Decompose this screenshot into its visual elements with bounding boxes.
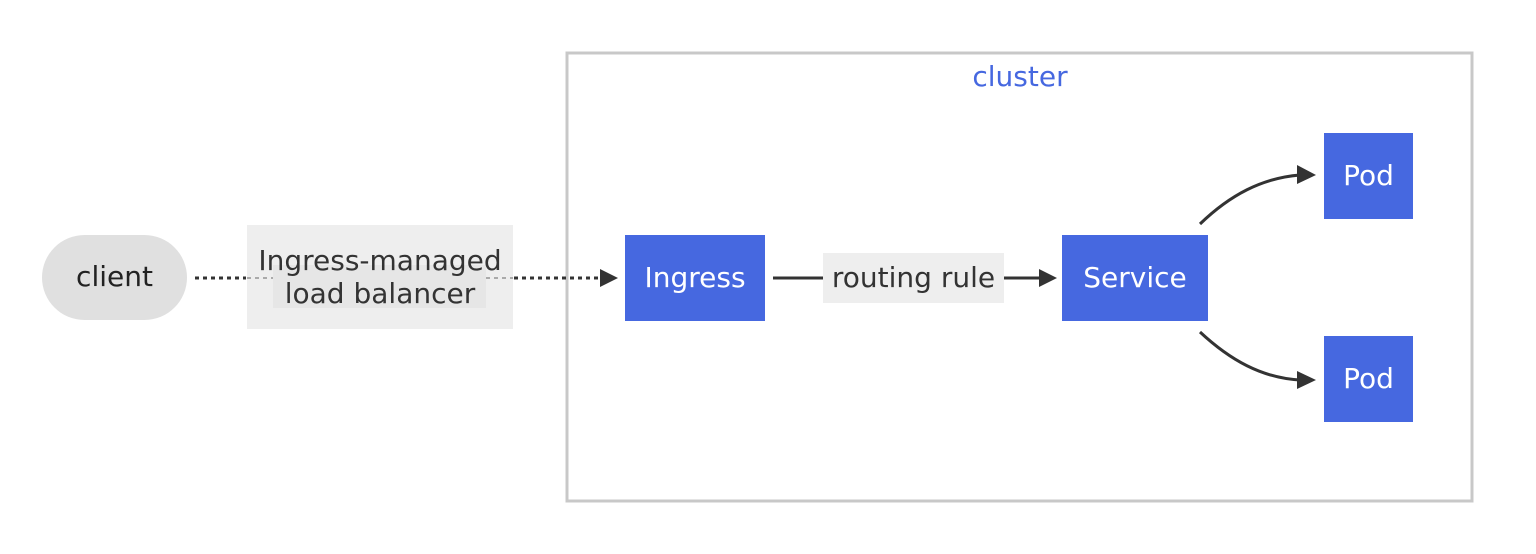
routing-rule-edge-label: routing rule: [831, 261, 996, 295]
client-node-label: client: [76, 260, 153, 294]
pod-bottom-node-label: Pod: [1343, 361, 1394, 395]
service-to-pod-bottom-edge: [1198, 330, 1301, 382]
service-node-label: Service: [1083, 260, 1187, 294]
load-balancer-edge-label-lines: Ingress-managed load balancer: [258, 244, 501, 310]
load-balancer-label-line1: Ingress-managed: [258, 243, 502, 277]
ingress-to-service-arrowhead: [1039, 269, 1057, 287]
pod-top-node: [1324, 133, 1413, 219]
pod-top-node-label: Pod: [1343, 158, 1394, 192]
client-node: [42, 235, 187, 320]
load-balancer-edge-label: Ingress-managed load balancer: [247, 225, 513, 329]
service-to-pod-top-edge: [1198, 173, 1301, 226]
client-to-ingress-arrowhead: [600, 269, 618, 287]
service-node: [1062, 235, 1208, 321]
ingress-node-label: Ingress: [644, 260, 746, 294]
service-to-pod-bottom-arrowhead: [1297, 371, 1316, 389]
ingress-node: [625, 235, 765, 321]
routing-rule-label-bg: [823, 253, 1004, 303]
pod-bottom-node: [1324, 336, 1413, 422]
load-balancer-label-line2: load balancer: [284, 277, 476, 310]
service-to-pod-top-arrowhead: [1297, 165, 1316, 184]
cluster-title: cluster: [972, 60, 1068, 93]
lb-label-bg-inner: [273, 265, 486, 308]
